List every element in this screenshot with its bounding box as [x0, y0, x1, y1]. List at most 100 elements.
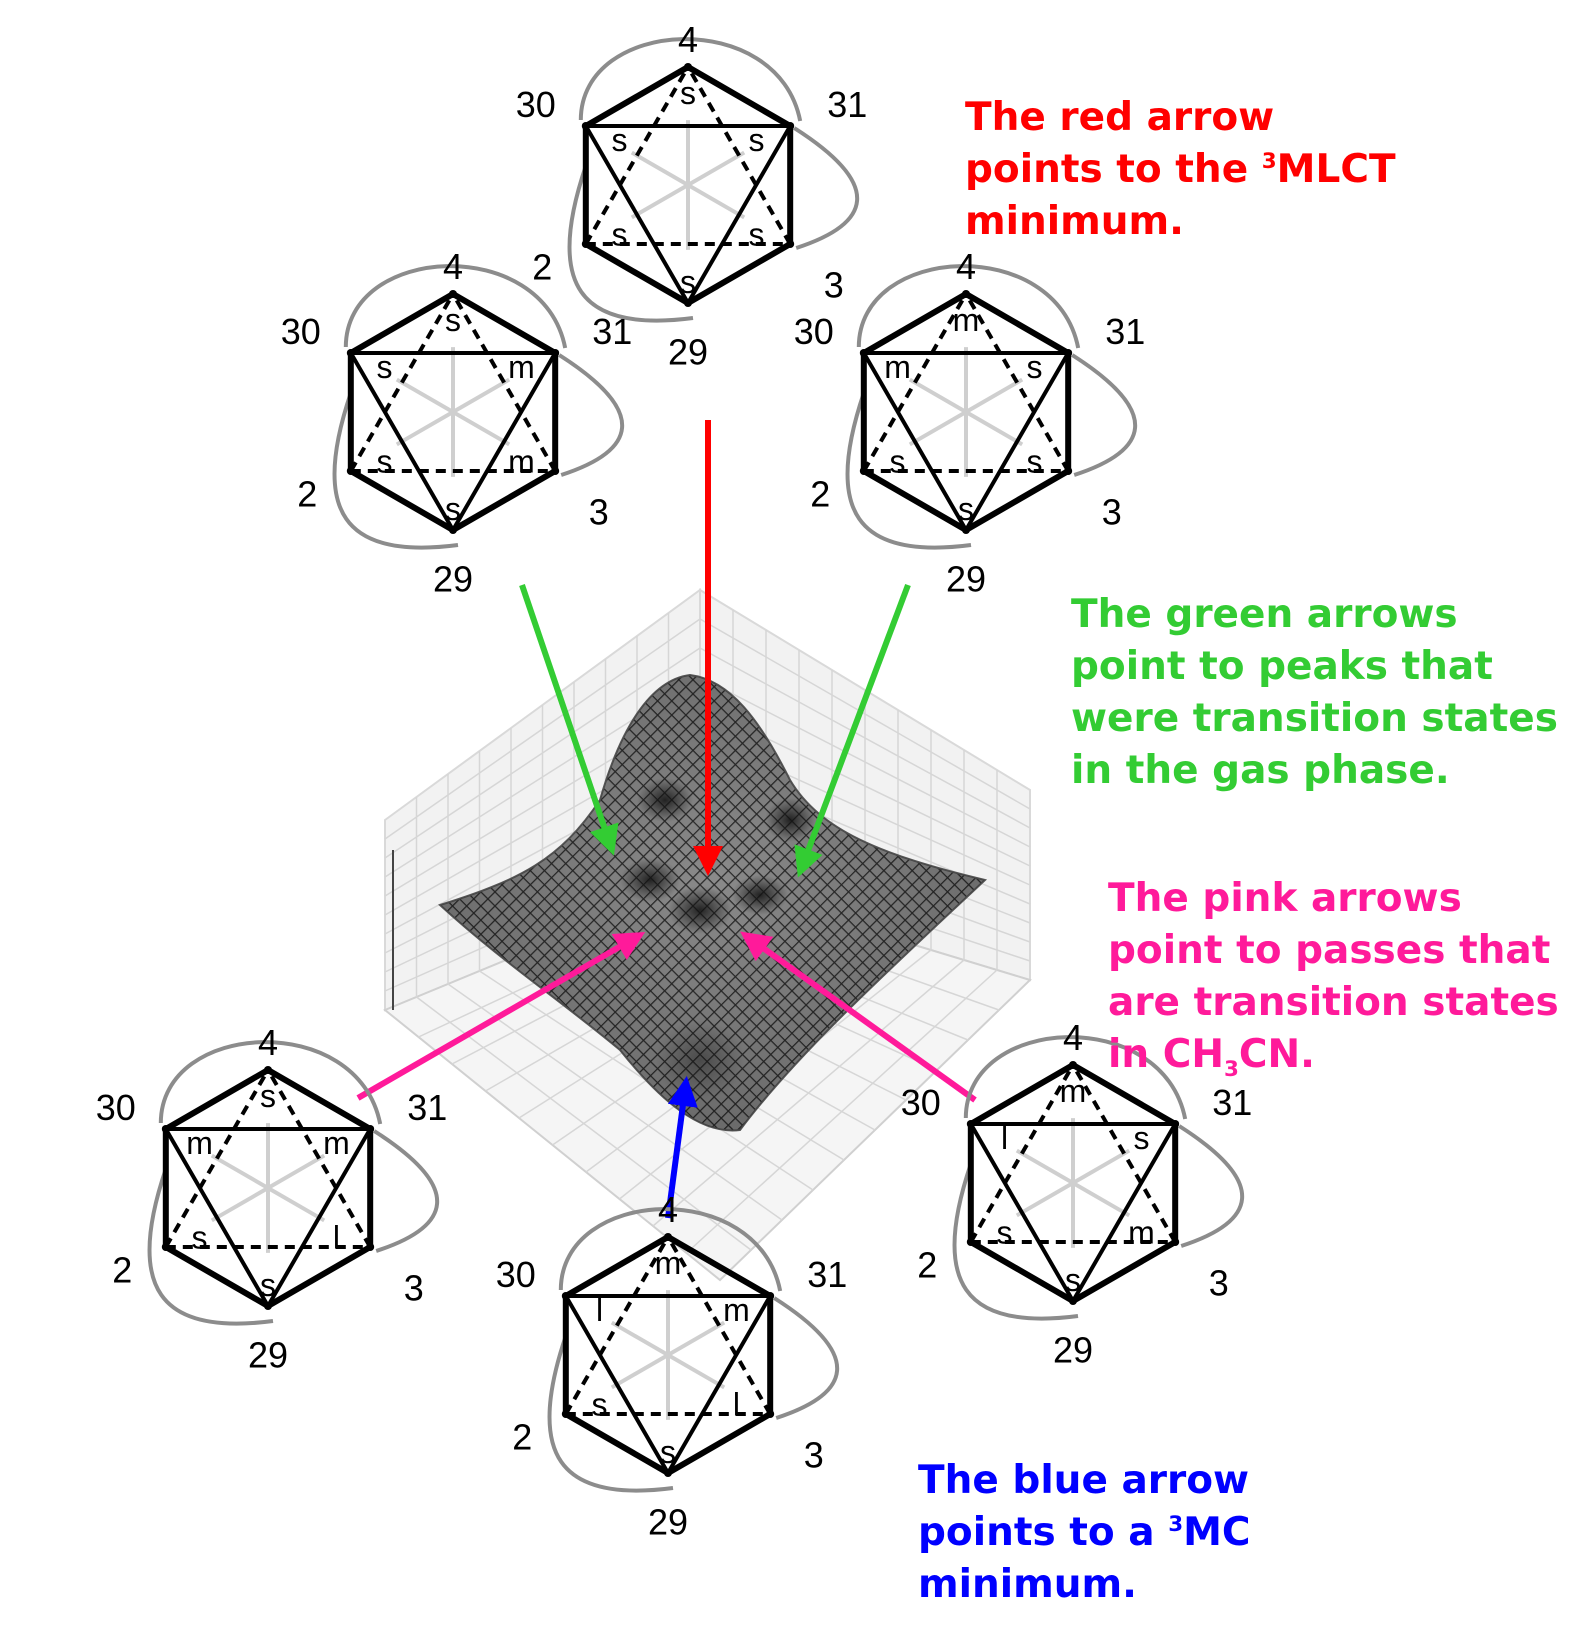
- vertex-dot: [966, 1238, 975, 1246]
- dashed-chord: [969, 1064, 1075, 1243]
- face-label-bottom: s: [680, 264, 696, 300]
- dashed-chord: [964, 292, 1070, 473]
- inner-spoke: [267, 1153, 326, 1190]
- red-note-line-1: The red arrow: [965, 95, 1275, 140]
- inner-spoke: [267, 1186, 326, 1223]
- face-label-lower-left: s: [890, 444, 906, 480]
- vertex-label-31: 31: [1212, 1082, 1252, 1123]
- inner-spoke: [1072, 1181, 1131, 1218]
- vertex-dot: [1069, 1061, 1077, 1069]
- face-label-lower-right: l: [333, 1220, 340, 1256]
- inner-spoke: [395, 377, 455, 414]
- vertex-label-29: 29: [668, 332, 708, 373]
- green-note-line-2: point to peaks that: [1071, 644, 1493, 689]
- vertex-label-2: 2: [917, 1245, 937, 1286]
- outer-arc: [856, 264, 1081, 349]
- vertex-label-29: 29: [248, 1335, 288, 1376]
- face-label-bottom: s: [445, 491, 461, 527]
- vertex-label-30: 30: [901, 1082, 941, 1123]
- outer-arc: [845, 392, 972, 550]
- solid-chord: [584, 125, 690, 304]
- outer-arc: [547, 1335, 674, 1493]
- vertex-label-4: 4: [443, 246, 463, 287]
- face-label-upper-right: s: [1133, 1120, 1149, 1156]
- outer-arc: [1071, 353, 1138, 477]
- face-label-bottom: s: [1065, 1262, 1081, 1298]
- face-label-upper-right: m: [508, 349, 535, 385]
- vertex-dot: [786, 122, 795, 130]
- vertex-label-29: 29: [648, 1502, 688, 1543]
- vertex-label-2: 2: [297, 474, 317, 515]
- face-label-lower-left: s: [592, 1387, 608, 1423]
- vertex-label-4: 4: [678, 19, 698, 60]
- face-label-upper-left: m: [884, 349, 911, 385]
- vertex-dot: [561, 1292, 570, 1300]
- vertex-dot: [161, 1125, 170, 1133]
- solid-chord: [451, 352, 557, 531]
- solid-chord: [964, 351, 1070, 532]
- vertex-label-29: 29: [433, 559, 473, 600]
- vertex-dot: [962, 526, 970, 534]
- vertex-label-3: 3: [1209, 1262, 1229, 1303]
- outer-arc: [578, 37, 803, 122]
- vertex-dot: [966, 1120, 975, 1128]
- inner-spoke: [687, 183, 746, 220]
- vertex-dot: [366, 1125, 375, 1133]
- outer-arc: [963, 1035, 1188, 1120]
- face-label-top: s: [260, 1078, 276, 1114]
- vertex-label-4: 4: [658, 1189, 678, 1230]
- face-label-top: s: [680, 75, 696, 111]
- vertex-dot: [766, 1410, 775, 1418]
- vertex-label-30: 30: [496, 1254, 536, 1295]
- face-label-upper-left: s: [612, 122, 628, 158]
- vertex-label-3: 3: [824, 264, 844, 305]
- pink-note-line-4: in CH3CN.: [1108, 1032, 1315, 1082]
- inner-spoke: [451, 410, 511, 447]
- solid-chord: [686, 125, 792, 304]
- vertex-dot: [561, 1410, 570, 1418]
- vertex-label-3: 3: [1102, 491, 1122, 532]
- face-label-upper-left: s: [377, 349, 393, 385]
- vertex-dot: [1069, 1297, 1077, 1305]
- inner-spoke: [908, 377, 967, 414]
- inner-spoke: [667, 1353, 726, 1390]
- solid-chord: [862, 352, 968, 531]
- vertex-dot: [346, 349, 355, 357]
- outer-arc: [343, 264, 568, 349]
- outer-arc: [952, 1163, 1079, 1321]
- blue-note: The blue arrow points to a 3MC minimum.: [918, 1455, 1251, 1611]
- vertex-label-2: 2: [810, 474, 830, 515]
- blue-note-line-2: points to a 3MC: [918, 1510, 1251, 1555]
- green-arrow-right: [794, 583, 911, 878]
- inner-spoke: [1015, 1148, 1074, 1185]
- inner-spoke: [1072, 1148, 1131, 1185]
- blue-arrow: [665, 1076, 698, 1219]
- face-label-top: m: [953, 302, 980, 338]
- vertex-dot: [962, 290, 970, 298]
- face-label-upper-left: l: [1001, 1120, 1008, 1156]
- inner-spoke: [1015, 1181, 1074, 1218]
- inner-spoke: [451, 377, 511, 414]
- vertex-label-31: 31: [407, 1087, 447, 1128]
- green-note-line-3: were transition states: [1071, 696, 1558, 741]
- vertex-dot: [1171, 1238, 1180, 1246]
- vertex-label-2: 2: [112, 1250, 132, 1291]
- outer-arc: [158, 1040, 383, 1125]
- inner-spoke: [965, 377, 1024, 414]
- inner-spoke: [630, 183, 689, 220]
- vertex-label-30: 30: [96, 1087, 136, 1128]
- vertex-label-31: 31: [807, 1254, 847, 1295]
- outer-arc: [793, 126, 860, 250]
- face-label-lower-left: s: [192, 1220, 208, 1256]
- vertex-dot: [684, 63, 692, 71]
- outer-arc: [558, 1207, 783, 1292]
- dashed-chord: [349, 292, 455, 473]
- vertex-label-2: 2: [512, 1417, 532, 1458]
- vertex-dot: [581, 122, 590, 130]
- vertex-label-30: 30: [794, 311, 834, 352]
- dashed-chord: [686, 66, 792, 245]
- blue-note-line-1: The blue arrow: [918, 1458, 1250, 1503]
- inner-spoke: [210, 1186, 269, 1223]
- vertex-dot: [786, 240, 795, 248]
